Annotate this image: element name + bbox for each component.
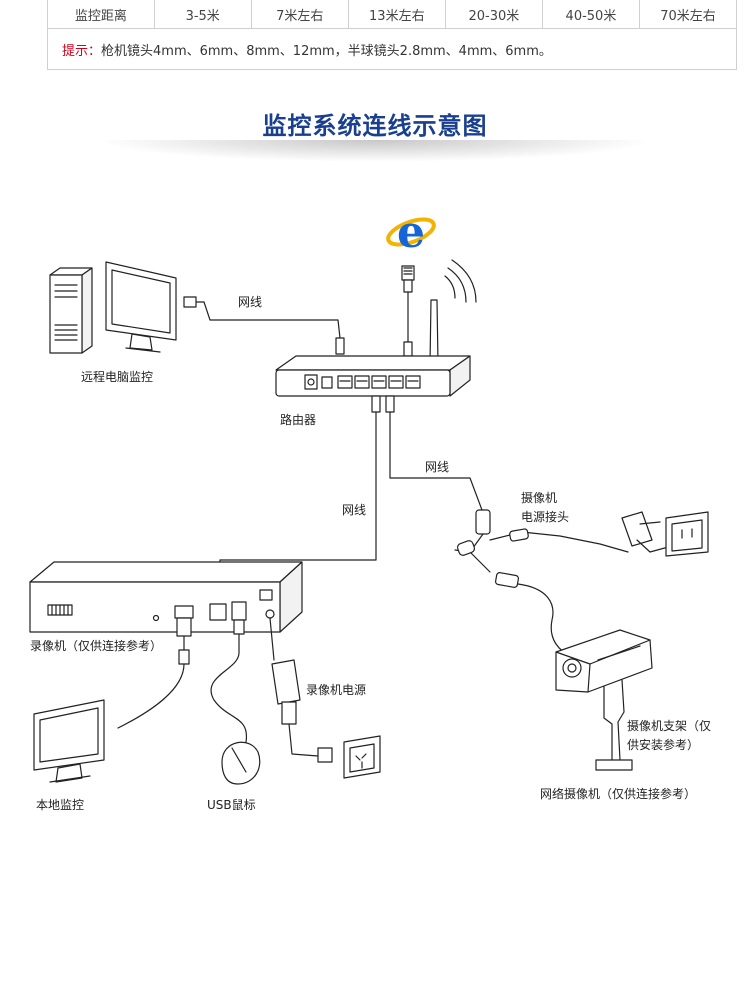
table-cell: 3-5米	[155, 0, 252, 28]
wall-outlet-icon	[665, 511, 709, 557]
label-bracket-2: 供安装参考）	[627, 738, 700, 752]
internet-cable	[401, 265, 415, 357]
ip-camera-icon	[555, 629, 653, 693]
label-usb-mouse: USB鼠标	[207, 798, 256, 812]
label-cable-top: 网线	[238, 295, 263, 309]
table-cell: 40-50米	[543, 0, 640, 28]
tip-row: 提示： 枪机镜头4mm、6mm、8mm、12mm，半球镜头2.8mm、4mm、6…	[48, 29, 736, 70]
router-antenna	[429, 299, 439, 365]
table-cell: 70米左右	[660, 8, 716, 24]
usb-cable	[210, 619, 248, 743]
label-nvr: 录像机（仅供连接参考）	[30, 639, 163, 653]
local-monitor	[33, 699, 105, 783]
table-cell: 20-30米	[446, 0, 543, 28]
distance-row: 监控距离 3-5米 7米左右 13米左右 20-30米 40-50米 70米左右	[48, 0, 736, 29]
label-ip-camera: 网络摄像机（仅供连接参考）	[540, 787, 697, 801]
label-nvr-power: 录像机电源	[306, 683, 367, 697]
camera-power-adapter	[621, 511, 673, 553]
nvr-device	[29, 561, 303, 633]
pc-monitor	[105, 261, 177, 353]
ie-letter: e	[397, 207, 425, 258]
router-device	[275, 355, 471, 397]
camera-bracket	[595, 679, 633, 771]
diagram-title: 监控系统连线示意图	[262, 112, 488, 140]
pc-network-cable	[183, 296, 345, 355]
table-cell: 7米左右	[252, 0, 349, 28]
router-to-camera-cable	[385, 395, 491, 535]
table-cell: 13米左右	[349, 0, 446, 28]
tip-label: 提示：	[62, 44, 102, 59]
label-router: 路由器	[280, 413, 317, 427]
label-cable-mid: 网线	[342, 503, 367, 517]
label-cable-right: 网线	[425, 460, 450, 474]
tip-text: 枪机镜头4mm、6mm、8mm、12mm，半球镜头2.8mm、4mm、6mm。	[101, 44, 552, 59]
nvr-power-cable	[269, 617, 333, 763]
label-local-monitor: 本地监控	[36, 798, 85, 812]
monitoring-distance-table: 监控距离 3-5米 7米左右 13米左右 20-30米 40-50米 70米左右…	[47, 0, 737, 70]
vga-cable	[117, 617, 192, 729]
title-shadow-divider	[95, 140, 655, 162]
label-bracket-1: 摄像机支架（仅	[627, 719, 712, 733]
label-camera-power-2: 电源接头	[521, 510, 570, 524]
wifi-signal-icon	[444, 259, 477, 303]
row-header: 监控距离	[48, 0, 155, 28]
nvr-wall-outlet-icon	[343, 735, 381, 779]
camera-cable-splitter	[454, 528, 629, 657]
usb-mouse-icon	[221, 741, 261, 785]
label-camera-power-1: 摄像机	[521, 491, 558, 505]
label-remote-pc: 远程电脑监控	[81, 370, 154, 384]
internet-icon: e	[386, 207, 436, 258]
pc-tower	[49, 267, 93, 354]
